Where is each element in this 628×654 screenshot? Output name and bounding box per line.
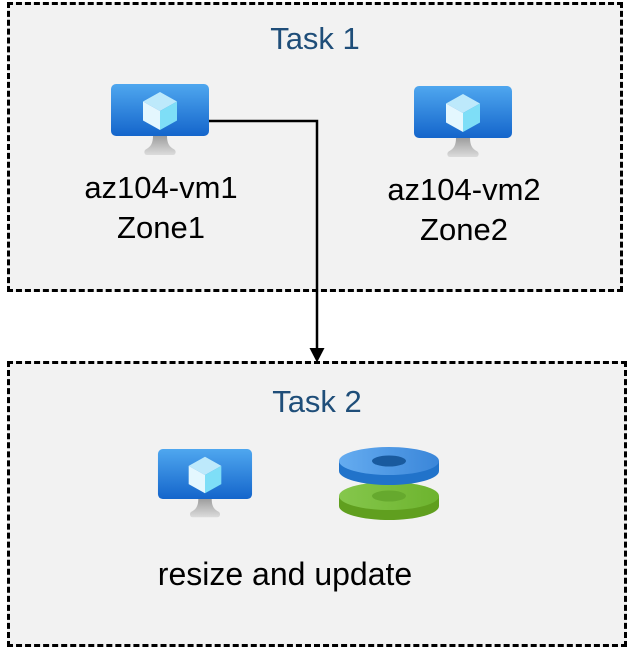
task1-box: Task 1 az104-vm1 Zone1 az104-vm2 Zone2 xyxy=(7,2,623,292)
virtual-machine-icon xyxy=(110,83,210,163)
virtual-machine-icon xyxy=(413,85,513,165)
vm1-label: az104-vm1 Zone1 xyxy=(41,168,281,248)
vm2-zone: Zone2 xyxy=(420,212,508,247)
vm2-label: az104-vm2 Zone2 xyxy=(344,170,584,250)
disks-icon xyxy=(337,446,441,524)
vm1-name: az104-vm1 xyxy=(84,170,238,205)
task2-caption: resize and update xyxy=(157,556,413,592)
virtual-machine-icon xyxy=(157,448,253,525)
task1-title: Task 1 xyxy=(270,21,360,56)
vm2-name: az104-vm2 xyxy=(387,172,541,207)
task2-title: Task 2 xyxy=(272,384,362,419)
task2-box: Task 2 resize and update xyxy=(7,361,627,647)
vm1-zone: Zone1 xyxy=(117,210,205,245)
